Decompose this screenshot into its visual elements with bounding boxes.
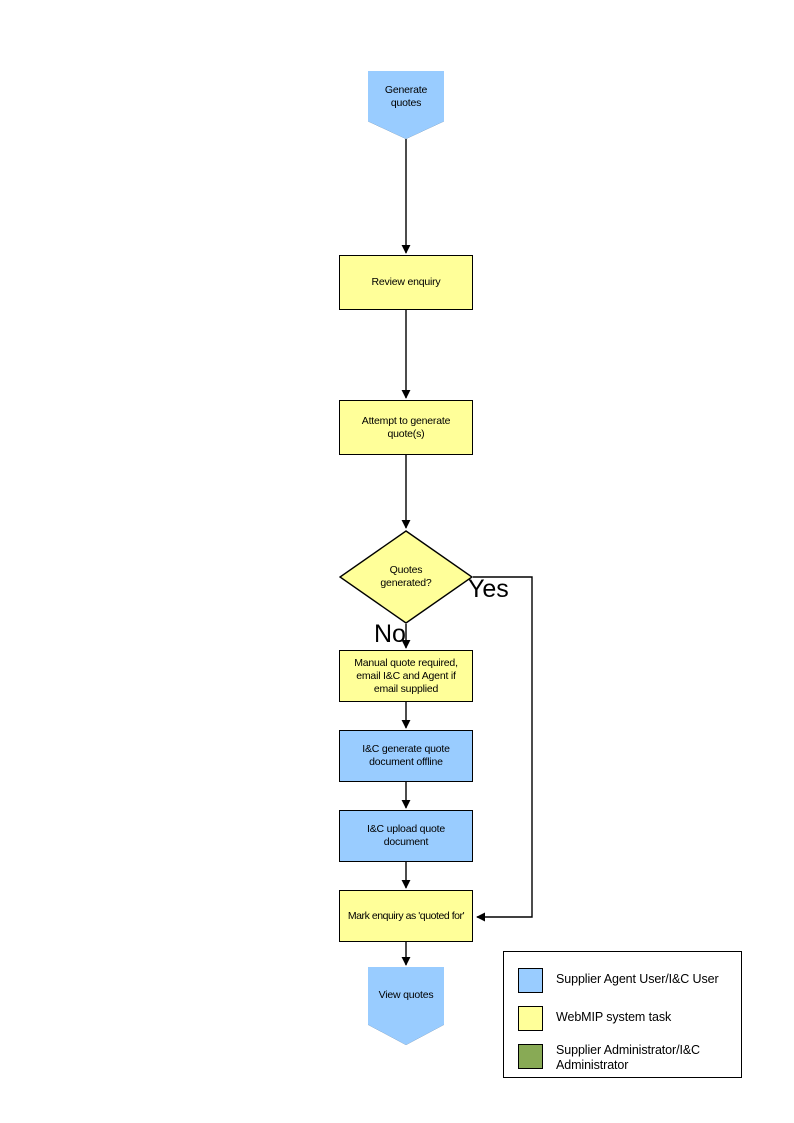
node-generate-quotes[interactable]: Generate quotes (368, 71, 444, 139)
node-quotes-generated-decision[interactable]: Quotes generated? (339, 530, 473, 624)
node-ic-upload-quote-document[interactable]: I&C upload quote document (339, 810, 473, 862)
node-label-view-quotes: View quotes (378, 989, 434, 1001)
diamond-shape (339, 530, 473, 624)
node-mark-enquiry-quoted-for[interactable]: Mark enquiry as 'quoted for' (339, 890, 473, 942)
legend-swatch-system-task (518, 1006, 543, 1031)
legend-item-webmip-task: WebMIP system task (518, 1006, 671, 1031)
node-label-attempt-generate-quotes: Attempt to generate quote(s) (361, 414, 451, 440)
node-label-manual-quote-required: Manual quote required, email I&C and Age… (354, 656, 458, 695)
edge-decision-yes-to-mark (473, 576, 533, 922)
node-label-review-enquiry: Review enquiry (371, 276, 441, 288)
node-view-quotes[interactable]: View quotes (368, 967, 444, 1045)
node-review-enquiry[interactable]: Review enquiry (339, 255, 473, 310)
node-label-ic-generate-quote-document: I&C generate quote document offline (362, 743, 450, 768)
legend-label-supplier-agent: Supplier Agent User/I&C User (556, 972, 719, 986)
node-attempt-generate-quotes[interactable]: Attempt to generate quote(s) (339, 400, 473, 455)
node-label-mark-enquiry-quoted-for: Mark enquiry as 'quoted for' (347, 909, 465, 922)
node-label-generate-quotes: Generate quotes (384, 84, 428, 109)
legend-swatch-user-task (518, 968, 543, 993)
pentagon-fill (368, 967, 444, 1045)
node-label-quotes-generated: Quotes generated? (380, 564, 432, 589)
legend-swatch-admin-task (518, 1044, 543, 1069)
branch-label-no: No (374, 620, 406, 648)
legend-label-webmip-task: WebMIP system task (556, 1010, 672, 1024)
legend-box: Supplier Agent User/I&C User WebMIP syst… (503, 951, 742, 1078)
legend-item-supplier-agent: Supplier Agent User/I&C User (518, 968, 719, 993)
node-manual-quote-required[interactable]: Manual quote required, email I&C and Age… (339, 650, 473, 702)
node-ic-generate-quote-document[interactable]: I&C generate quote document offline (339, 730, 473, 782)
legend-item-administrator: Supplier Administrator/I&C Administrator (518, 1043, 700, 1073)
branch-label-yes: Yes (468, 575, 509, 603)
node-label-ic-upload-quote-document: I&C upload quote document (367, 823, 445, 848)
legend-label-administrator: Supplier Administrator/I&C Administrator (556, 1043, 700, 1072)
